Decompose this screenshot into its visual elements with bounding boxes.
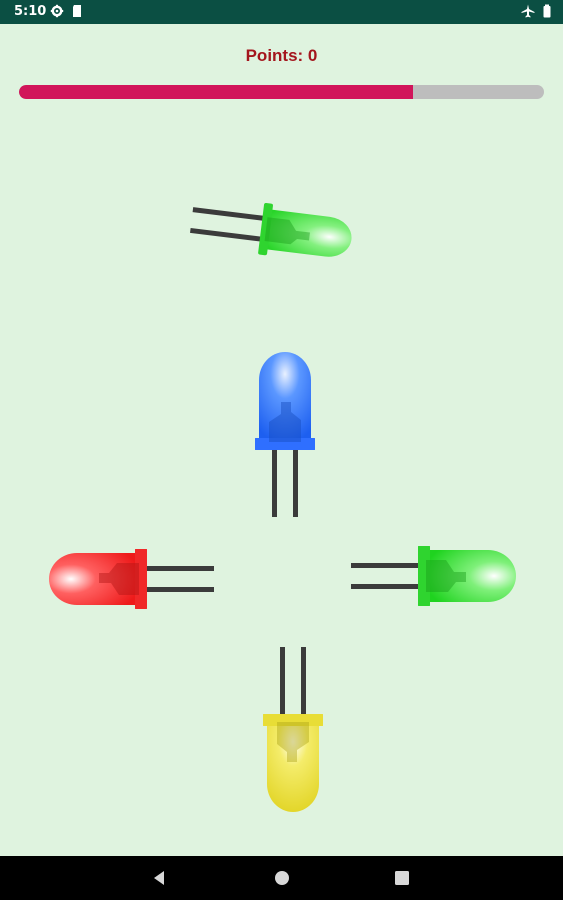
back-icon[interactable]: [150, 868, 170, 888]
home-icon[interactable]: [272, 868, 292, 888]
green-led-right[interactable]: [348, 546, 518, 606]
blue-led-center[interactable]: [255, 350, 315, 520]
navigation-bar: [0, 856, 563, 900]
points-label: Points: 0: [245, 46, 318, 65]
battery-icon: [543, 4, 551, 18]
status-bar: 5:10: [0, 0, 563, 24]
green-led-top[interactable]: [185, 190, 361, 270]
progress-bar-fill: [19, 85, 413, 99]
yellow-led-bottom[interactable]: [263, 644, 323, 814]
status-time: 5:10: [14, 4, 47, 19]
recents-icon[interactable]: [392, 868, 412, 888]
red-led-left[interactable]: [47, 549, 217, 609]
sd-card-icon: [73, 5, 81, 17]
progress-bar: [19, 85, 544, 99]
game-area: Points: 0: [0, 24, 563, 856]
settings-icon: [50, 4, 64, 18]
airplane-icon: [521, 4, 535, 18]
